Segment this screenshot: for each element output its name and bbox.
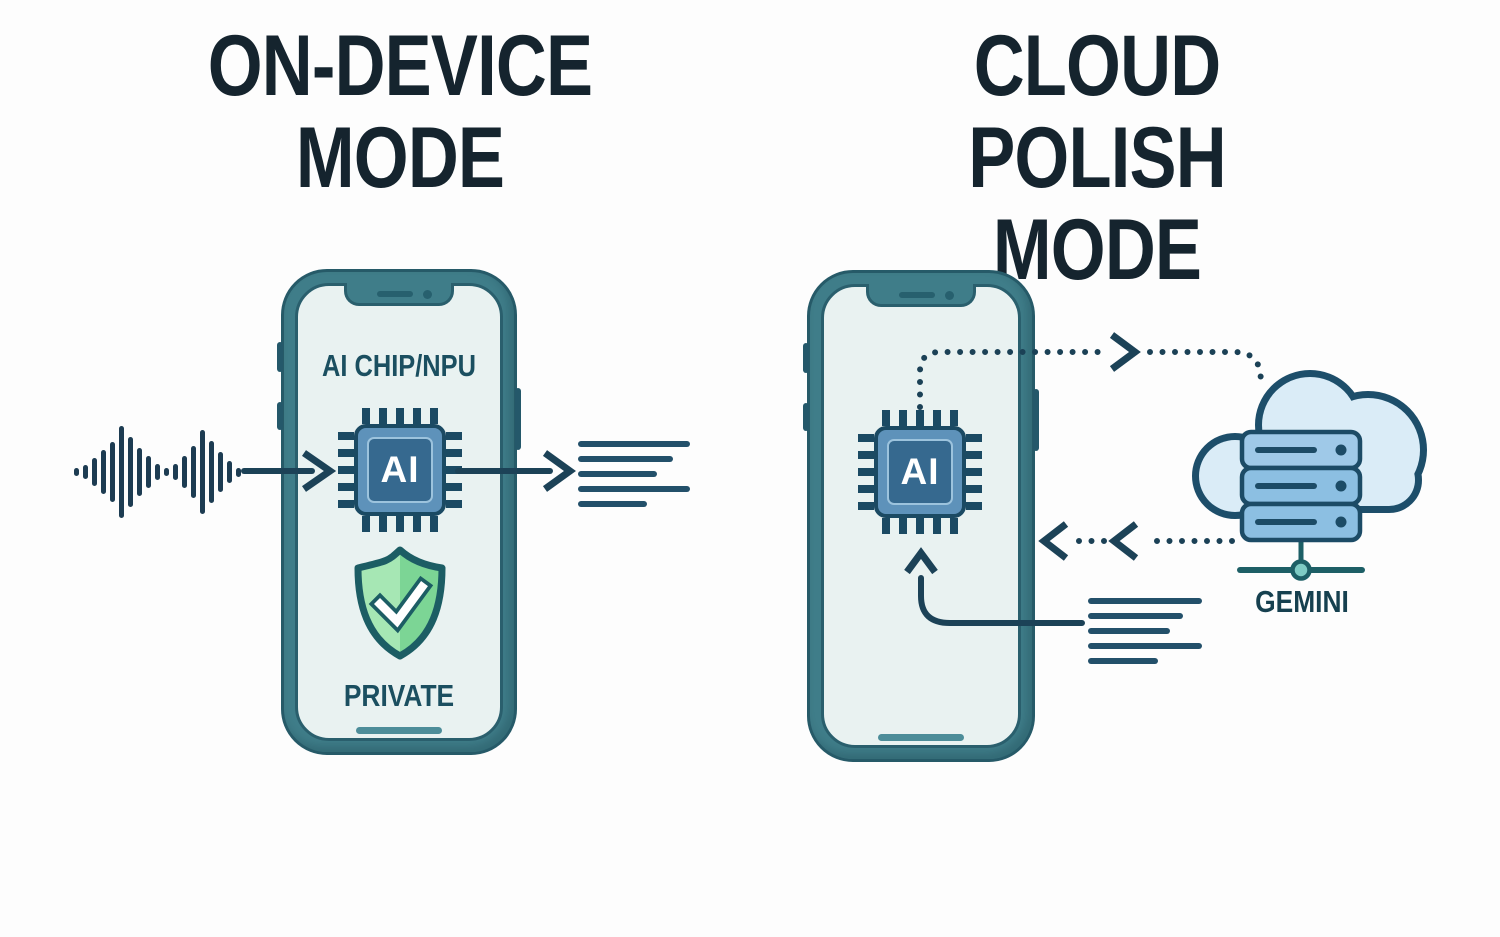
- ai-chip-npu-label: AI CHIP/NPU: [322, 348, 476, 383]
- text-line: [1088, 613, 1183, 619]
- chip-pins-bottom: [882, 518, 958, 534]
- chip-pins-left: [338, 432, 354, 508]
- shield-check-icon: [354, 546, 446, 660]
- text-line: [1088, 643, 1202, 649]
- waveform-bar: [83, 465, 88, 479]
- waveform-bar: [164, 468, 169, 476]
- waveform-bar: [209, 441, 214, 503]
- waveform-bar: [236, 467, 241, 477]
- waveform-bar: [128, 437, 133, 507]
- waveform-bar: [182, 456, 187, 488]
- volume-down-button: [803, 403, 809, 431]
- chip-pins-top: [882, 410, 958, 426]
- phone-notch: [866, 284, 976, 307]
- camera-dot: [945, 291, 954, 300]
- speaker-slot: [377, 291, 413, 297]
- left-title-line1: ON-DEVICE: [207, 18, 593, 114]
- chip-pins-right: [966, 434, 982, 510]
- server-icon: [1239, 429, 1363, 581]
- chip-pins-left: [858, 434, 874, 510]
- waveform-bar: [74, 468, 79, 476]
- volume-down-button: [277, 402, 283, 430]
- camera-dot: [423, 290, 432, 299]
- waveform-bar: [191, 446, 196, 498]
- speaker-slot: [899, 292, 935, 298]
- waveform-bar: [101, 450, 106, 494]
- right-mode-title: CLOUD POLISH MODE: [851, 20, 1343, 296]
- waveform-bar: [173, 464, 178, 480]
- waveform-bar: [110, 442, 115, 502]
- text-line: [578, 441, 690, 447]
- gemini-label: GEMINI: [1255, 584, 1349, 619]
- ai-chip-icon: AI: [338, 408, 462, 532]
- volume-up-button: [277, 342, 283, 372]
- chip-body: AI: [354, 424, 446, 516]
- chip-core-label: AI: [367, 437, 433, 503]
- phone-notch: [344, 283, 454, 306]
- text-line: [578, 456, 673, 462]
- home-indicator: [878, 734, 964, 741]
- left-title-line2: MODE: [295, 110, 505, 206]
- text-line: [1088, 658, 1158, 664]
- private-label: PRIVATE: [343, 678, 455, 713]
- waveform-bar: [137, 448, 142, 496]
- ai-chip-icon: AI: [858, 410, 982, 534]
- chip-core-label: AI: [887, 439, 953, 505]
- chip-pins-bottom: [362, 516, 438, 532]
- waveform-bar: [227, 461, 232, 483]
- waveform-bar: [155, 464, 160, 480]
- chip-pins-right: [446, 432, 462, 508]
- waveform-bar: [146, 456, 151, 488]
- waveform-bar: [218, 452, 223, 492]
- waveform-bar: [92, 458, 97, 486]
- cloud-server-icon: [1192, 370, 1427, 581]
- text-line: [1088, 628, 1170, 634]
- output-text-lines-icon: [578, 441, 690, 507]
- chip-pins-top: [362, 408, 438, 424]
- waveform-icon: [74, 424, 246, 520]
- right-title-line1: CLOUD POLISH: [968, 18, 1226, 206]
- right-title-line2: MODE: [992, 202, 1202, 298]
- text-line: [1088, 598, 1202, 604]
- left-mode-title: ON-DEVICE MODE: [154, 20, 646, 204]
- network-node: [1290, 559, 1312, 581]
- text-line: [578, 471, 657, 477]
- chip-body: AI: [874, 426, 966, 518]
- power-button: [515, 388, 521, 450]
- draft-text-lines-icon: [1088, 598, 1202, 664]
- text-line: [578, 501, 647, 507]
- waveform-bar: [200, 430, 205, 514]
- text-line: [578, 486, 690, 492]
- volume-up-button: [803, 343, 809, 373]
- waveform-bar: [119, 426, 124, 518]
- home-indicator: [356, 727, 442, 734]
- power-button: [1033, 389, 1039, 451]
